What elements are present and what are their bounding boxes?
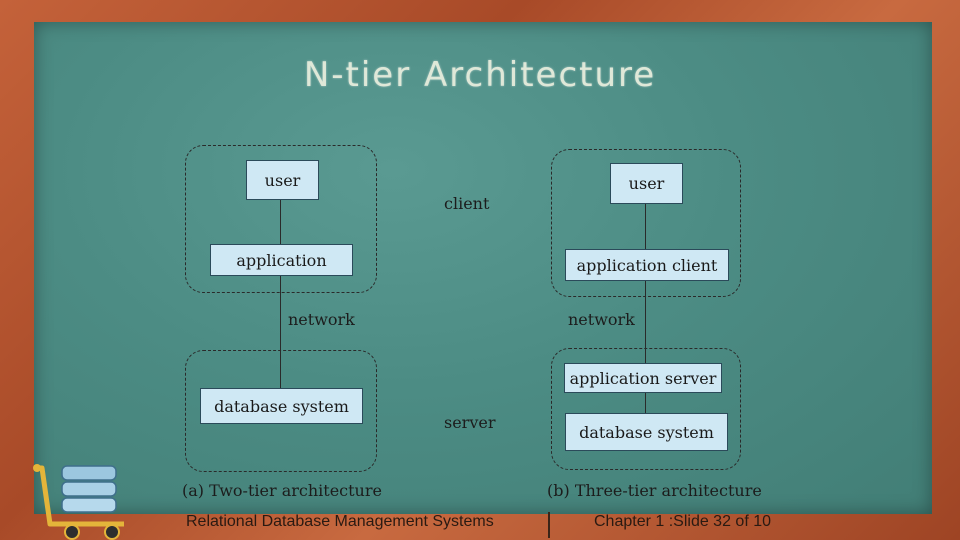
three-tier-user-box: user	[610, 163, 683, 204]
two-tier-connector	[280, 200, 282, 388]
three-tier-app-server-box: application server	[564, 363, 722, 393]
chalkboard	[34, 22, 932, 514]
footer-slide-number: Chapter 1 :Slide 32 of 10	[594, 513, 772, 530]
footer-course: Relational Database Management Systems	[186, 513, 494, 530]
footer-divider	[548, 512, 550, 538]
three-tier-caption: (b) Three-tier architecture	[547, 481, 762, 500]
slide-title: N-tier Architecture	[303, 55, 657, 95]
two-tier-database-box: database system	[200, 388, 363, 424]
three-tier-database-box: database system	[565, 413, 728, 451]
two-tier-caption: (a) Two-tier architecture	[182, 481, 382, 500]
two-tier-network-label: network	[288, 310, 355, 329]
three-tier-app-client-box: application client	[565, 249, 729, 281]
two-tier-application-box: application	[210, 244, 353, 276]
three-tier-connector	[645, 204, 647, 416]
server-zone-label: server	[444, 413, 496, 432]
three-tier-network-label: network	[568, 310, 635, 329]
client-zone-label: client	[444, 194, 490, 213]
two-tier-user-box: user	[246, 160, 319, 200]
database-cart-icon	[33, 464, 124, 540]
